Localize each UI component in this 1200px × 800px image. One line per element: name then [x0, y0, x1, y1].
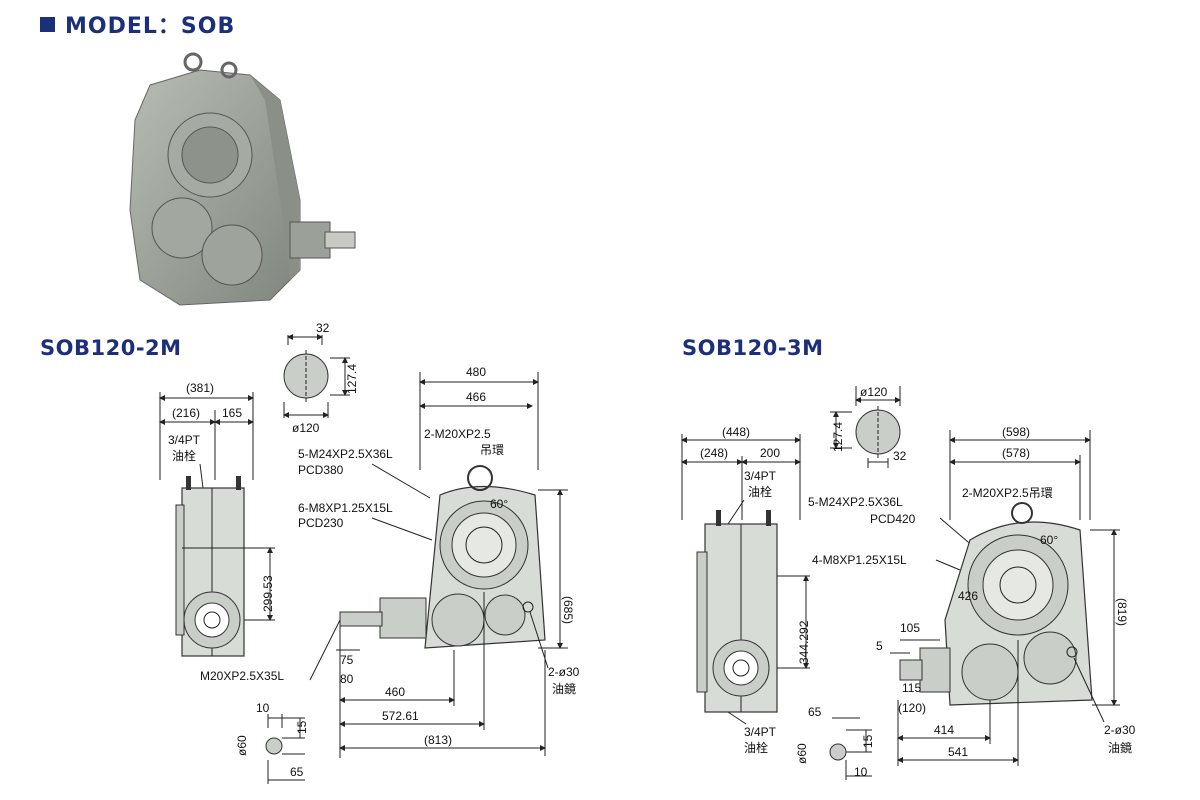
small-dim-dia60: ø60: [235, 735, 249, 756]
r-gauge-label-cn: 油鏡: [1108, 740, 1132, 755]
r-bolt-label-1: 5-M24XP2.5X36L: [808, 495, 903, 509]
lift-ring-label-cn: 吊環: [480, 443, 504, 457]
angle-label: 60°: [490, 497, 508, 511]
dim-127-4: 127.4: [345, 364, 359, 394]
dim-813: (813): [424, 733, 452, 747]
r-plug-label: 3/4PT: [744, 469, 777, 483]
left-shaft-section: 32 127.4 ø120: [283, 321, 359, 435]
r-plug-label-cn: 油栓: [748, 484, 772, 499]
small-dim-65: 65: [290, 765, 304, 779]
left-small-shaft: 10 15 ø60 65: [235, 701, 309, 784]
dim-80: 80: [340, 672, 354, 686]
r-small-dim-dia60: ø60: [795, 743, 809, 764]
right-model-title: SOB120-3M: [682, 336, 824, 360]
r-dim-127-4: 127.4: [831, 422, 845, 452]
r-small-dim-65: 65: [808, 705, 822, 719]
r-dim-200: 200: [760, 446, 780, 460]
bolt-pcd-2: PCD230: [298, 516, 344, 530]
bolt-label-2: 6-M8XP1.25X15L: [298, 501, 393, 515]
dim-dia120: ø120: [292, 421, 320, 435]
r-dim-819: (819): [1115, 598, 1129, 626]
page-header: MODEL：SOB: [40, 8, 235, 40]
r-angle-label: 60°: [1040, 533, 1058, 547]
plug-label: 3/4PT: [168, 433, 201, 447]
dim-466: 466: [466, 390, 486, 404]
small-dim-10: 10: [256, 701, 270, 715]
r-bolt-label-2: 4-M8XP1.25X15L: [812, 553, 907, 567]
right-side-view: (448) (248) 200 3/4PT 油栓 344.292 3/4PT 油…: [681, 425, 811, 755]
right-front-view: (598) (578) 2-M20XP2.5吊環 5-M24XP2.5X36L …: [808, 425, 1136, 766]
r-dim-578: (578): [1002, 446, 1030, 460]
r-small-dim-10: 10: [854, 765, 868, 779]
r-center-426: 426: [958, 589, 978, 603]
dim-299-53: 299.53: [261, 575, 275, 612]
dim-216: (216): [172, 406, 200, 420]
left-front-view: 480 466 2-M20XP2.5 吊環 5-M24XP2.5X36L PCD…: [200, 365, 580, 758]
r-bolt-pcd-1: PCD420: [870, 512, 916, 526]
r-plug-bottom-cn: 油栓: [744, 740, 768, 755]
right-shaft-section: ø120 127.4 32: [830, 385, 907, 468]
dim-460: 460: [385, 685, 405, 699]
lift-ring-label: 2-M20XP2.5: [424, 427, 491, 441]
r-dim-248: (248): [700, 446, 728, 460]
r-dim-448: (448): [722, 425, 750, 439]
gauge-label: 2-ø30: [548, 665, 580, 679]
dim-381: (381): [186, 381, 214, 395]
bolt-label-1: 5-M24XP2.5X36L: [298, 447, 393, 461]
gearbox-photo: [129, 52, 356, 306]
r-plug-bottom: 3/4PT: [744, 725, 777, 739]
r-gauge-label: 2-ø30: [1104, 723, 1136, 737]
r-dim-598: (598): [1002, 425, 1030, 439]
bolt-pcd-1: PCD380: [298, 463, 344, 477]
r-lift-label: 2-M20XP2.5吊環: [962, 486, 1053, 500]
r-dim-5: 5: [876, 639, 883, 653]
dim-480: 480: [466, 365, 486, 379]
dim-572-61: 572.61: [382, 709, 419, 723]
right-small-shaft: 65 ø60 15 10: [795, 705, 875, 780]
left-model-title: SOB120-2M: [40, 336, 182, 360]
r-dim-344-292: 344.292: [797, 620, 811, 664]
r-dim-414: 414: [934, 723, 954, 737]
dim-75: 75: [340, 653, 354, 667]
header-square-icon: [40, 16, 55, 32]
r-dim-105: 105: [900, 621, 920, 635]
small-dim-15: 15: [295, 720, 309, 734]
shaft-thread-label: M20XP2.5X35L: [200, 669, 284, 683]
page-title: MODEL：SOB: [65, 14, 236, 39]
left-side-view: (381) (216) 165 3/4PT 油栓 299.53: [159, 381, 275, 657]
r-dim-120: (120): [898, 701, 926, 715]
r-dim-32: 32: [893, 449, 907, 463]
plug-label-cn: 油栓: [172, 448, 196, 463]
r-dim-115: 115: [902, 681, 921, 695]
dim-685: (685): [561, 596, 575, 624]
r-dim-541: 541: [948, 745, 968, 759]
gauge-label-cn: 油鏡: [552, 681, 576, 696]
dim-32: 32: [316, 321, 330, 335]
r-small-dim-15: 15: [861, 734, 875, 748]
dim-165: 165: [222, 406, 242, 420]
r-dim-dia120: ø120: [860, 385, 888, 399]
